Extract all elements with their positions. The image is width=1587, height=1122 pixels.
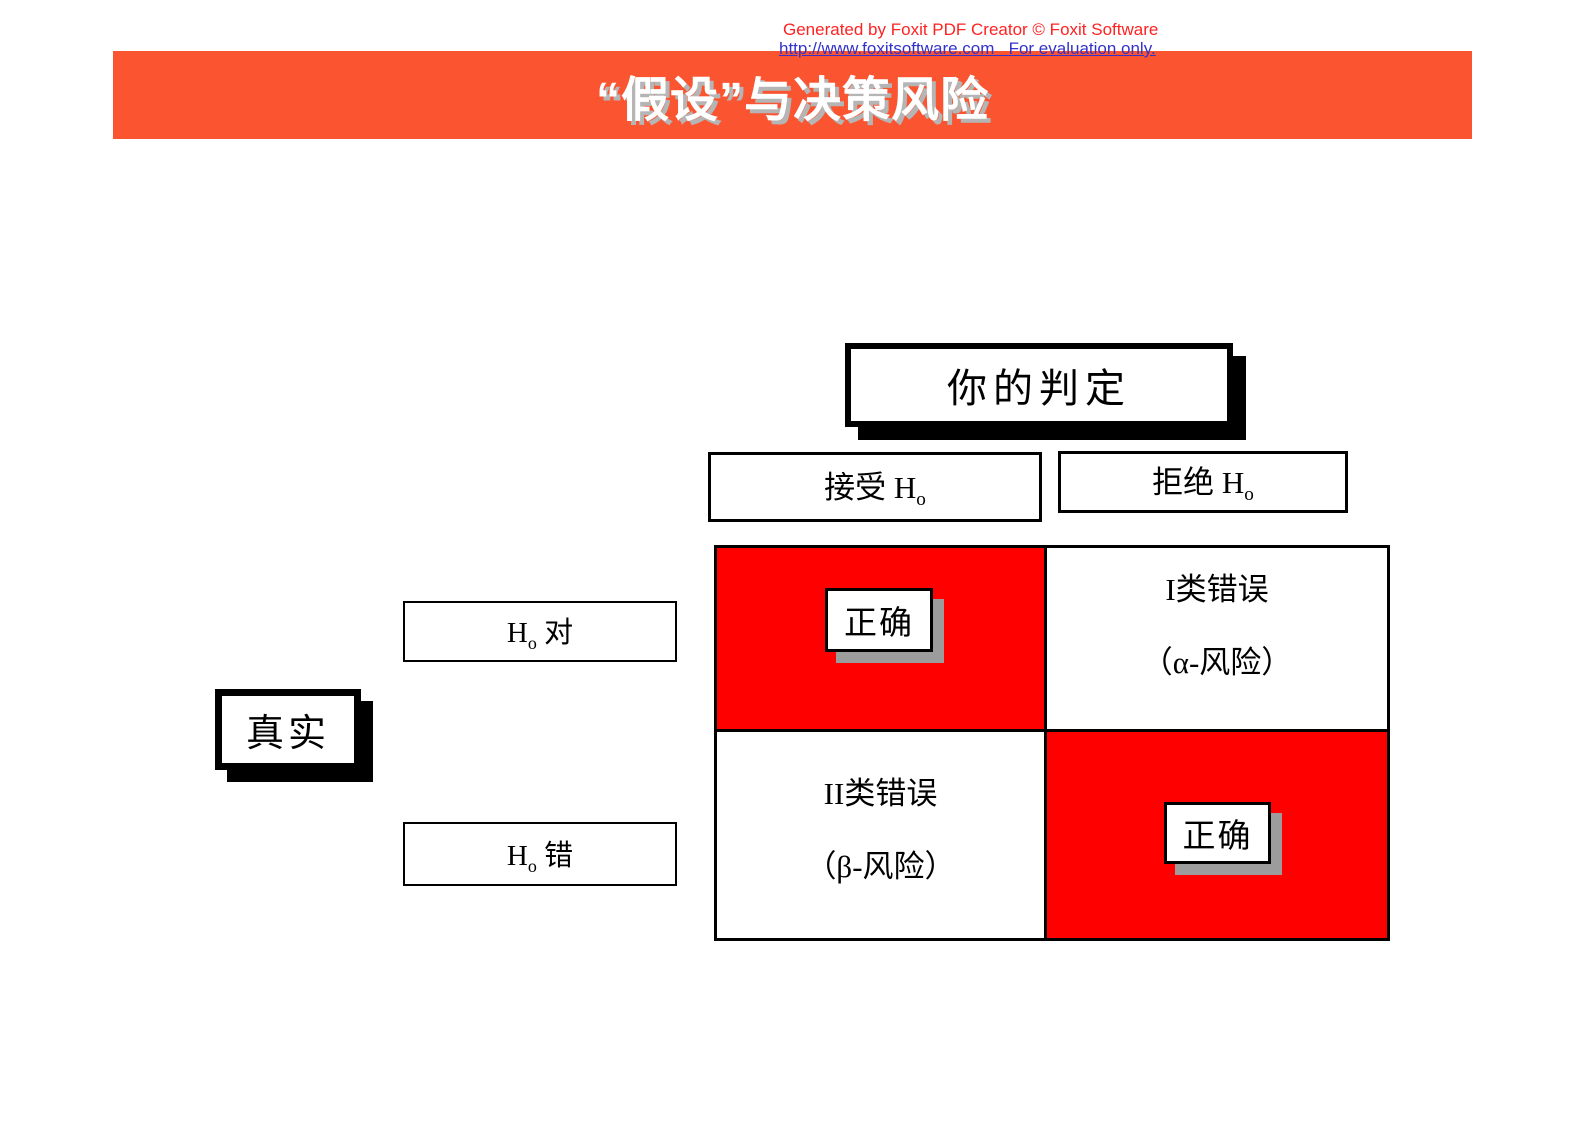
slide-title: “假设”与决策风险 <box>595 74 989 127</box>
column-header-accept-h0: 接受 Ho <box>708 452 1042 522</box>
h0-subscript: o <box>916 489 926 511</box>
matrix-cell-type1-error: I类错误 （α-风险） <box>1047 548 1387 732</box>
truth-header-label: 真实 <box>245 713 330 755</box>
column-header-reject-h0: 拒绝 Ho <box>1058 451 1348 513</box>
matrix-cell-reject-h0false-correct: 正确 <box>1047 732 1387 938</box>
row-label-h0-false: Ho 错 <box>403 822 677 886</box>
correct-badge-top-left: 正确 <box>825 588 933 652</box>
h0-subscript: o <box>527 855 537 876</box>
row-label-h0-true: Ho 对 <box>403 601 677 662</box>
reject-h0-label: 拒绝 Ho <box>1152 465 1254 506</box>
type2-error-title: II类错误 <box>823 776 938 811</box>
foxit-watermark-line1: Generated by Foxit PDF Creator © Foxit S… <box>783 20 1159 39</box>
decision-matrix: 正确 I类错误 （α-风险） II类错误 （β-风险） 正确 <box>714 545 1390 941</box>
matrix-cell-accept-h0true-correct: 正确 <box>717 548 1047 732</box>
title-banner: “假设”与决策风险 <box>113 51 1472 139</box>
matrix-cell-type2-error: II类错误 （β-风险） <box>717 732 1047 938</box>
alpha-risk-label: （α-风险） <box>1141 645 1293 680</box>
h0-true-label: Ho 对 <box>506 617 574 653</box>
correct-badge-bottom-right: 正确 <box>1164 802 1271 864</box>
correct-label: 正确 <box>1182 819 1253 855</box>
h0-false-label: Ho 错 <box>506 839 574 876</box>
accept-h0-label: 接受 Ho <box>824 470 926 511</box>
correct-label: 正确 <box>844 606 914 642</box>
decision-header-box: 你的判定 <box>845 343 1233 427</box>
truth-header-box: 真实 <box>215 689 361 770</box>
beta-risk-label: （β-风险） <box>805 849 956 884</box>
h0-subscript: o <box>527 632 537 653</box>
type1-error-title: I类错误 <box>1165 572 1269 607</box>
foxit-watermark-url-line: http://www.foxitsoftware.com For evaluat… <box>779 39 1156 58</box>
h0-subscript: o <box>1244 484 1254 506</box>
decision-header-label: 你的判定 <box>947 366 1131 411</box>
